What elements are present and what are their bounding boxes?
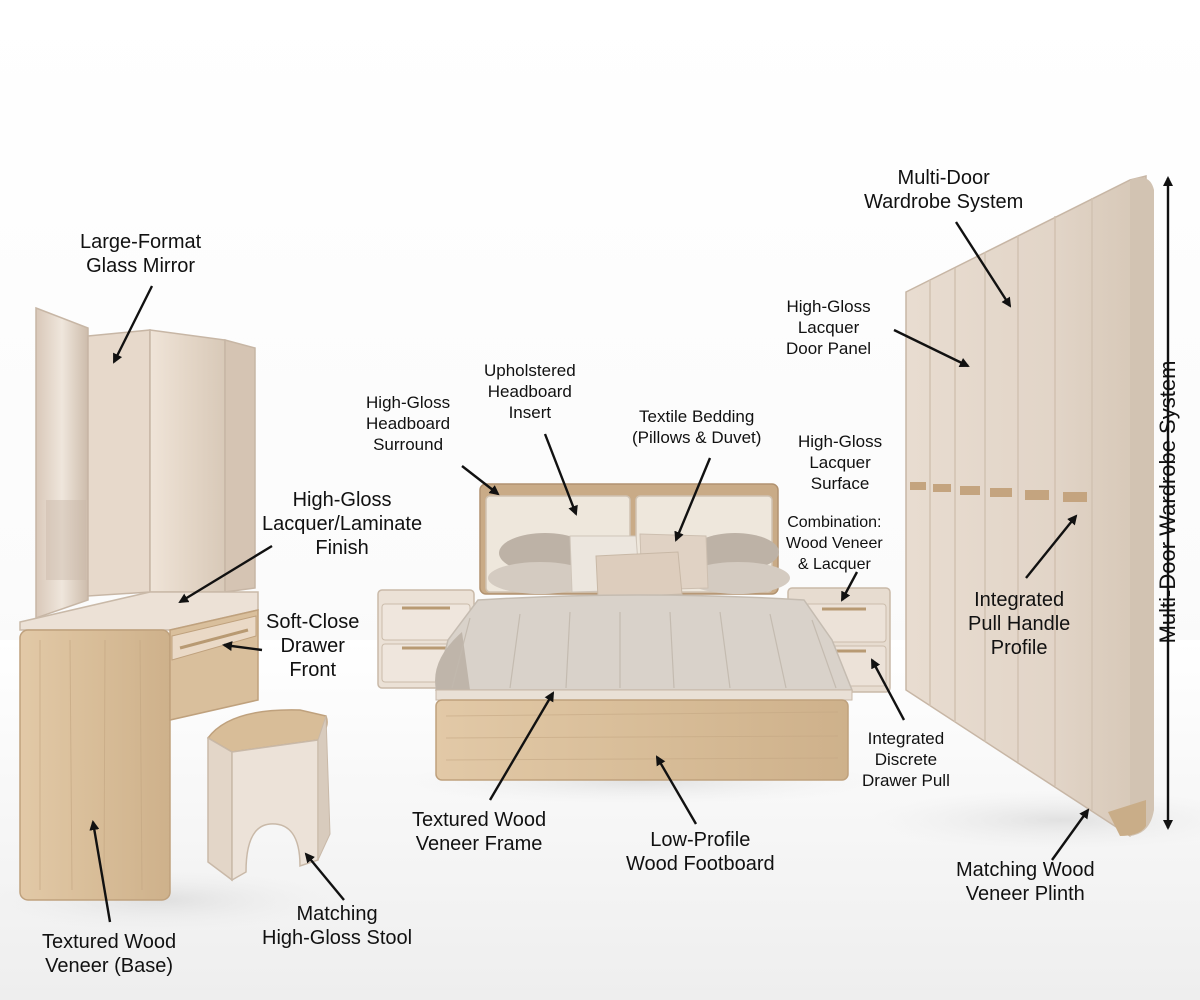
label-line: Front bbox=[289, 659, 337, 681]
label-line: Surround bbox=[373, 435, 444, 454]
label-line: Glass Mirror bbox=[86, 255, 196, 277]
arrow-drawer-front bbox=[222, 641, 263, 652]
label-line: Low-Profile bbox=[650, 829, 751, 851]
arrow-base bbox=[89, 820, 112, 923]
label-line: Matching Wood bbox=[956, 859, 1095, 881]
label-line: Drawer bbox=[280, 635, 345, 657]
label-line: (Pillows & Duvet) bbox=[632, 428, 762, 447]
label-headboard-insert: Upholstered Headboard Insert bbox=[484, 360, 576, 423]
label-line: Matching bbox=[296, 903, 378, 925]
label-mirror: Large-Format Glass Mirror bbox=[80, 230, 201, 278]
arrow-footboard bbox=[655, 755, 698, 825]
label-door-panel: High-Gloss Lacquer Door Panel bbox=[786, 296, 871, 359]
label-line: Drawer Pull bbox=[862, 771, 950, 790]
arrow-lacquer-finish bbox=[178, 544, 273, 604]
label-line: Profile bbox=[990, 637, 1048, 659]
vanity-stool bbox=[206, 709, 331, 882]
label-line: Door Panel bbox=[786, 339, 872, 358]
arrow-frame bbox=[488, 691, 555, 801]
label-line: Headboard bbox=[366, 414, 451, 433]
label-line: Textile Bedding bbox=[639, 407, 755, 426]
wardrobe-height-label: Multi-Door Wardrobe System bbox=[1155, 360, 1180, 644]
label-line: Surface bbox=[810, 474, 870, 493]
label-line: Veneer Plinth bbox=[965, 883, 1085, 905]
label-line: Combination: bbox=[787, 514, 882, 531]
arrow-headboard-surround bbox=[461, 465, 500, 496]
label-line: Finish bbox=[315, 537, 369, 559]
arrow-wardrobe-system bbox=[954, 221, 1012, 308]
label-line: Insert bbox=[508, 403, 552, 422]
bed-footboard bbox=[435, 689, 853, 781]
label-pull-handle: Integrated Pull Handle Profile bbox=[968, 588, 1070, 660]
label-drawer-pull: Integrated Discrete Drawer Pull bbox=[862, 728, 950, 791]
label-line: High-Gloss bbox=[366, 393, 451, 412]
label-line: Integrated bbox=[867, 729, 945, 748]
label-footboard: Low-Profile Wood Footboard bbox=[626, 828, 775, 876]
label-line: Textured Wood bbox=[42, 931, 177, 953]
leader-arrows bbox=[89, 176, 1173, 923]
vanity-table bbox=[19, 591, 259, 901]
label-line: High-Gloss bbox=[786, 297, 871, 316]
label-line: Lacquer bbox=[809, 453, 871, 472]
arrow-mirror bbox=[112, 285, 154, 364]
label-line: Upholstered bbox=[484, 361, 576, 380]
label-line: High-Gloss bbox=[292, 489, 392, 511]
label-stool: Matching High-Gloss Stool bbox=[262, 902, 412, 950]
label-headboard-surround: High-Gloss Headboard Surround bbox=[366, 392, 450, 455]
label-line: Veneer Frame bbox=[415, 833, 543, 855]
label-line: Veneer (Base) bbox=[45, 955, 173, 977]
vanity-mirror-unit bbox=[35, 306, 256, 620]
label-line: Soft-Close bbox=[266, 611, 360, 633]
arrow-pull-handle bbox=[1025, 514, 1078, 579]
label-drawer-front: Soft-Close Drawer Front bbox=[266, 610, 359, 682]
label-nightstand-surface: High-Gloss Lacquer Surface bbox=[798, 431, 882, 494]
arrow-stool bbox=[304, 852, 345, 901]
label-line: Wardrobe System bbox=[864, 191, 1024, 213]
arrow-combination bbox=[840, 571, 859, 602]
label-line: Large-Format bbox=[80, 231, 202, 253]
label-line: & Lacquer bbox=[797, 556, 871, 573]
label-line: Textured Wood bbox=[412, 809, 547, 831]
wardrobe bbox=[905, 175, 1154, 837]
label-bedding: Textile Bedding (Pillows & Duvet) bbox=[632, 406, 761, 448]
label-line: Pull Handle bbox=[968, 613, 1071, 635]
label-line: High-Gloss Stool bbox=[262, 927, 413, 949]
label-line: Lacquer/Laminate bbox=[262, 513, 423, 535]
label-line: Lacquer bbox=[797, 318, 860, 337]
label-line: Headboard bbox=[487, 382, 572, 401]
label-line: Integrated bbox=[974, 589, 1065, 611]
label-line: Wood Footboard bbox=[626, 853, 775, 875]
arrow-drawer-pull bbox=[870, 658, 906, 721]
label-wardrobe-system: Multi-Door Wardrobe System bbox=[864, 166, 1023, 214]
arrow-bedding bbox=[674, 457, 712, 542]
arrow-door-panel bbox=[893, 328, 970, 368]
label-line: Discrete bbox=[874, 750, 938, 769]
arrow-headboard-insert bbox=[543, 433, 578, 516]
label-lacquer-finish: High-Gloss Lacquer/Laminate Finish bbox=[262, 488, 422, 560]
arrow-plinth bbox=[1051, 808, 1090, 861]
label-line: Multi-Door bbox=[897, 167, 990, 189]
bed-duvet bbox=[435, 594, 854, 691]
label-plinth: Matching Wood Veneer Plinth bbox=[956, 858, 1095, 906]
label-line: Wood Veneer bbox=[786, 535, 883, 552]
bed-pillows bbox=[488, 533, 790, 599]
label-line: High-Gloss bbox=[798, 432, 883, 451]
label-frame: Textured Wood Veneer Frame bbox=[412, 808, 546, 856]
label-combination: Combination: Wood Veneer & Lacquer bbox=[786, 512, 883, 575]
label-base: Textured Wood Veneer (Base) bbox=[42, 930, 176, 978]
